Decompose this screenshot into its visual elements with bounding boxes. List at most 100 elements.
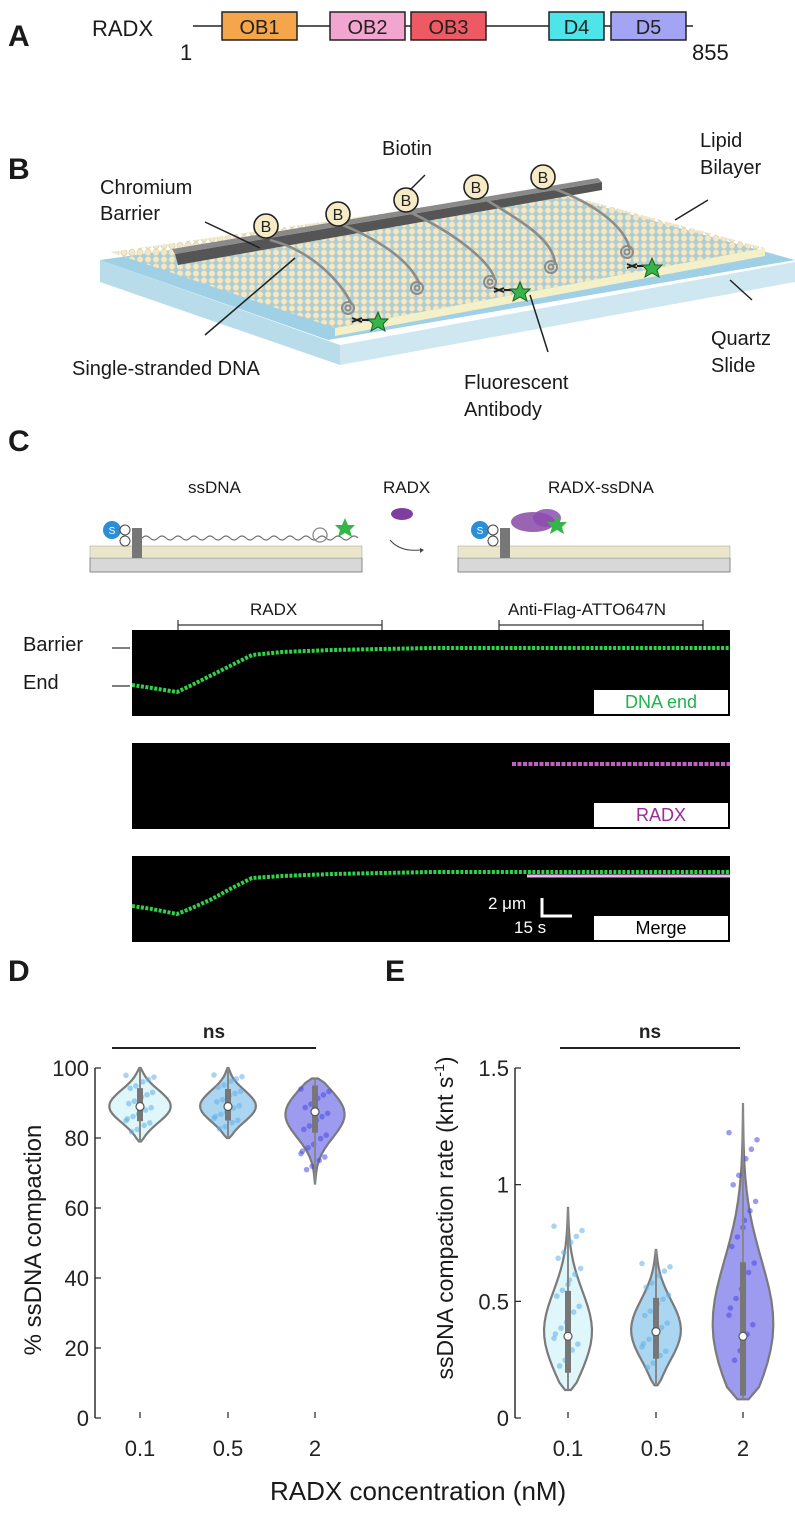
- ylabel-e-close: ): [431, 1056, 458, 1065]
- ssdna-strands: [269, 183, 632, 306]
- domain-label-d4: D4: [564, 17, 590, 39]
- data-point: [551, 1223, 557, 1229]
- data-point: [128, 1128, 135, 1135]
- channel-label-merge: Merge: [594, 916, 728, 940]
- data-point: [747, 1208, 753, 1214]
- dna-coils: [341, 245, 634, 315]
- panel-label-a: A: [8, 20, 30, 53]
- quartz-slide-side: [100, 260, 340, 365]
- data-point: [148, 1104, 154, 1111]
- y-tick-label: 100: [52, 1056, 89, 1081]
- barrier-label: Barrier: [23, 634, 84, 656]
- streptavidin-s-right: S: [477, 526, 484, 537]
- label-leaders: [204, 174, 753, 353]
- median-marker: [563, 1331, 573, 1341]
- data-point: [149, 1089, 156, 1096]
- biotin-icon: [325, 201, 351, 227]
- biotin-label: Biotin: [382, 138, 433, 160]
- data-point: [142, 1107, 149, 1113]
- data-point: [572, 1271, 578, 1278]
- domain-label-ob3: OB3: [428, 17, 468, 39]
- data-point: [650, 1360, 656, 1366]
- data-point: [727, 1305, 734, 1311]
- biotin-icon: [463, 174, 489, 200]
- data-point: [319, 1113, 325, 1120]
- data-point: [649, 1280, 655, 1286]
- data-point: [554, 1293, 560, 1299]
- y-axis-title-e: ssDNA compaction rate (knt s-1): [431, 1056, 459, 1379]
- data-point: [568, 1239, 574, 1246]
- kymo-brackets: [177, 620, 704, 630]
- domain-box-ob2: [329, 11, 406, 41]
- radx-binding-schematic: S S: [89, 508, 731, 573]
- x-tick-label: 0.1: [125, 1436, 156, 1461]
- data-point: [579, 1227, 585, 1234]
- data-point: [754, 1136, 760, 1143]
- quartz-line2: Slide: [711, 355, 756, 377]
- data-point: [126, 1100, 132, 1107]
- data-point: [237, 1088, 244, 1095]
- quartz-line1: Quartz: [711, 328, 772, 350]
- x-tick-label: 0.5: [213, 1436, 244, 1461]
- data-point: [644, 1364, 651, 1371]
- data-point: [643, 1284, 649, 1291]
- biotin-icon: [253, 213, 279, 239]
- chromium-barrier-label: Chromium Barrier: [100, 175, 192, 227]
- data-point: [326, 1088, 332, 1095]
- y-tick-label: 0: [77, 1406, 89, 1431]
- end-label: End: [23, 672, 59, 694]
- y-tick-label: 0: [497, 1406, 509, 1431]
- schematic-complex-label: RADX-ssDNA: [548, 478, 654, 497]
- data-point: [639, 1344, 645, 1350]
- data-point: [239, 1073, 245, 1080]
- radx-protein-icon: [391, 508, 413, 520]
- ylabel-e-sup: -1: [431, 1064, 448, 1077]
- x-tick-label: 0.1: [553, 1436, 584, 1461]
- schematic-radx-label: RADX: [383, 478, 431, 497]
- biotin-icon: [530, 164, 556, 190]
- data-point: [733, 1295, 739, 1302]
- data-point: [305, 1145, 311, 1151]
- data-point: [298, 1150, 304, 1157]
- data-point: [639, 1260, 645, 1267]
- data-point: [665, 1292, 672, 1298]
- antibody-line2: Antibody: [464, 399, 542, 421]
- fluorescent-antibody-icon: [351, 256, 664, 333]
- data-point: [232, 1090, 238, 1097]
- data-point: [752, 1198, 759, 1205]
- domain-start-residue: 1: [180, 40, 193, 65]
- panel-label-d: D: [8, 955, 30, 988]
- data-point: [123, 1117, 129, 1124]
- data-point: [218, 1111, 224, 1117]
- channel-label-dna-end: DNA end: [594, 690, 728, 714]
- y-tick-label: 40: [65, 1266, 89, 1291]
- chromium-line1: Chromium: [100, 177, 193, 199]
- data-point: [642, 1312, 648, 1319]
- data-point: [219, 1096, 226, 1103]
- data-point: [140, 1079, 146, 1085]
- data-point: [298, 1086, 304, 1092]
- median-marker: [223, 1101, 233, 1112]
- kymograph-merge: 2 μm 15 s Merge: [132, 856, 730, 942]
- streptavidin-icon: [103, 521, 121, 539]
- data-point: [726, 1129, 732, 1136]
- y-tick-label: 80: [65, 1126, 89, 1151]
- data-point: [573, 1233, 580, 1240]
- biotin-symbol: B: [333, 207, 344, 224]
- data-point: [664, 1320, 670, 1326]
- domain-box-ob3: [410, 11, 487, 41]
- panel-label-e: E: [385, 955, 406, 988]
- data-point: [552, 1331, 559, 1337]
- streptavidin-s: S: [109, 526, 116, 537]
- data-point: [309, 1163, 316, 1170]
- lipid-line2: Bilayer: [700, 157, 762, 179]
- data-point: [211, 1072, 217, 1078]
- ylabel-e-main: ssDNA compaction rate (knt s: [431, 1076, 458, 1380]
- lipid-bilayer: [110, 190, 765, 328]
- data-point: [647, 1308, 654, 1314]
- data-point: [551, 1335, 557, 1342]
- data-point: [301, 1126, 307, 1133]
- data-point: [751, 1260, 757, 1266]
